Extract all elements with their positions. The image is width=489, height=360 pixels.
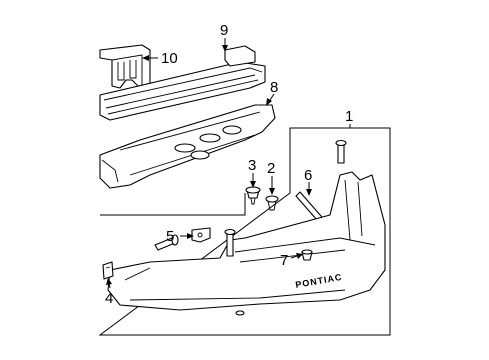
part-7-fastener — [301, 249, 313, 261]
small-fastener-lower-right — [235, 310, 245, 316]
part-4-side-bracket — [102, 261, 114, 280]
leader-8 — [266, 93, 275, 106]
leader-5 — [180, 233, 194, 239]
leader-6 — [306, 182, 312, 196]
callout-8: 8 — [270, 79, 278, 96]
callout-6: 6 — [304, 167, 312, 184]
callout-5: 5 — [166, 228, 174, 245]
part-2-screw — [265, 195, 279, 211]
callout-7: 7 — [280, 252, 288, 269]
part-9-impact-bar — [99, 45, 266, 121]
callout-1: 1 — [345, 108, 353, 125]
leader-10 — [142, 55, 158, 61]
callout-2: 2 — [267, 160, 275, 177]
part-5-clip — [191, 227, 211, 243]
part-10-bracket — [99, 44, 151, 89]
callout-4: 4 — [105, 290, 113, 307]
leader-9 — [222, 38, 228, 52]
callout-9: 9 — [220, 22, 228, 39]
part-8-energy-absorber — [99, 104, 276, 189]
callout-3: 3 — [248, 157, 256, 174]
leader-3 — [250, 173, 256, 188]
leader-7 — [290, 253, 303, 259]
part-3-push-pin — [245, 186, 261, 205]
leader-2 — [269, 176, 275, 195]
bolt-right-vertical — [335, 139, 347, 164]
leader-4 — [106, 278, 112, 289]
callout-10: 10 — [161, 50, 178, 67]
bolt-vertical-center — [224, 228, 236, 257]
bolt-upper-left — [154, 234, 179, 251]
part-1-bumper-fascia: PONTIAC — [98, 127, 391, 336]
